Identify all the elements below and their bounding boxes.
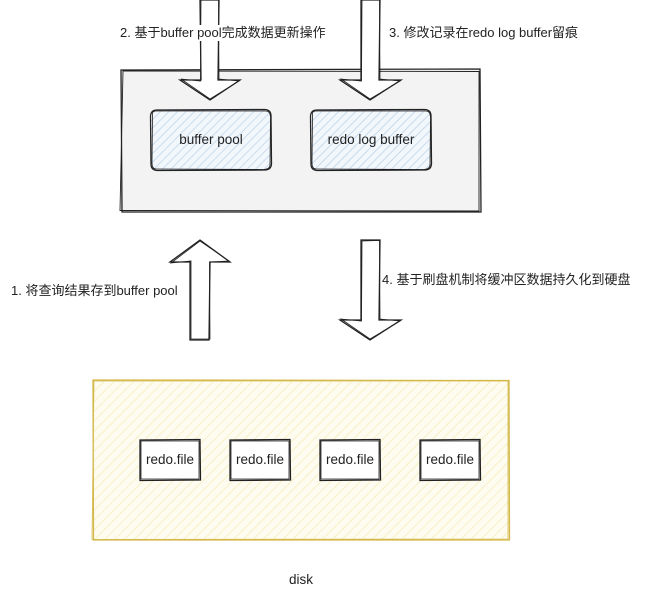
redo-file-label: redo.file [145,452,195,467]
disk-label: disk [288,572,313,587]
step-1-label: 1. 将查询结果存到buffer pool [11,283,178,299]
step-4-label: 4. 基于刷盘机制将缓冲区数据持久化到硬盘 [382,272,631,288]
arrow-step-2 [177,0,243,101]
redo-file-3 [319,438,382,482]
redo-file-1 [139,438,202,482]
redo-file-4 [419,438,482,482]
arrow-step-4 [337,239,404,341]
buffer-pool-box [149,108,273,172]
buffer-pool-label: buffer pool [179,132,243,147]
step-2-label: 2. 基于buffer pool完成数据更新操作 [120,25,326,41]
arrow-step-1 [168,239,232,341]
redo-log-buffer-label: redo log buffer [327,132,415,147]
step-3-label: 3. 修改记录在redo log buffer留痕 [389,25,579,41]
redo-file-2 [229,438,292,482]
redo-log-buffer-box [309,108,433,172]
arrow-step-3 [337,0,404,101]
redo-file-label: redo.file [325,452,375,467]
redo-file-label: redo.file [425,452,475,467]
redo-file-label: redo.file [235,452,285,467]
